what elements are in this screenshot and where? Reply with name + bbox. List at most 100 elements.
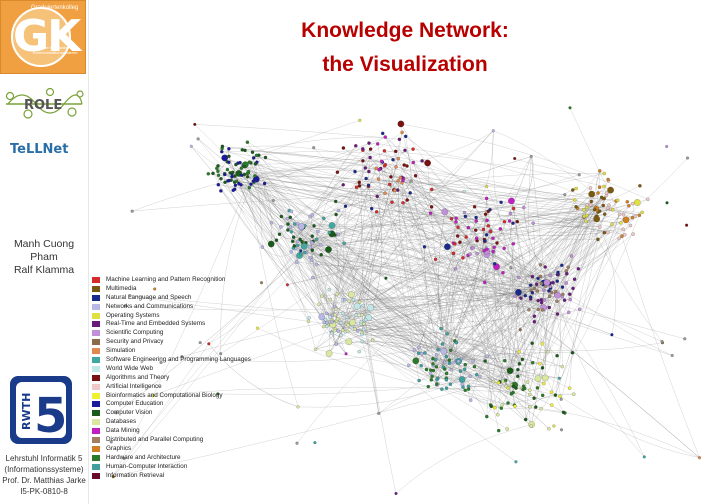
gk-logo-letters: GK — [13, 11, 81, 62]
network-node — [317, 302, 321, 306]
network-node — [631, 201, 635, 206]
network-node — [394, 149, 398, 154]
network-node — [557, 376, 561, 380]
network-node — [405, 164, 409, 168]
network-node — [530, 274, 535, 279]
network-node — [234, 179, 239, 184]
legend-label: Bioinformatics and Computational Biology — [106, 391, 223, 399]
legend-item: Computer Education — [92, 400, 272, 409]
network-node — [380, 159, 384, 164]
network-node — [439, 326, 443, 331]
network-node — [570, 351, 575, 355]
network-edge — [271, 222, 550, 308]
network-node — [543, 265, 547, 269]
network-node — [328, 222, 336, 229]
network-node — [565, 271, 569, 276]
network-node — [491, 236, 495, 240]
network-node — [381, 131, 385, 136]
network-node — [267, 240, 275, 248]
legend-swatch — [92, 365, 100, 372]
legend-swatch — [92, 401, 100, 408]
network-edge — [345, 198, 432, 208]
network-edge — [229, 172, 369, 318]
chair-line-2: (Informationssysteme) — [4, 465, 84, 474]
network-node — [536, 276, 540, 280]
network-node — [383, 135, 387, 139]
network-node — [547, 305, 551, 310]
legend-label: Human-Computer Interaction — [106, 462, 188, 470]
network-node — [508, 197, 515, 205]
legend-swatch — [92, 463, 100, 470]
network-node — [367, 304, 374, 312]
network-node — [548, 294, 552, 298]
network-node — [289, 209, 294, 214]
network-node — [447, 358, 451, 362]
network-edge — [527, 205, 630, 383]
network-node — [412, 348, 417, 352]
network-node — [299, 249, 303, 253]
network-node — [472, 205, 477, 209]
network-edge — [354, 328, 540, 364]
network-node — [288, 215, 292, 220]
legend-swatch — [92, 294, 100, 301]
network-node — [582, 208, 586, 212]
network-edge — [555, 214, 620, 396]
network-node — [546, 350, 550, 354]
network-node — [501, 379, 505, 384]
network-edge — [528, 156, 543, 368]
network-edge — [220, 187, 250, 354]
network-node — [514, 386, 518, 390]
network-node — [602, 196, 606, 201]
network-edge — [311, 217, 457, 243]
network-node — [247, 160, 252, 164]
network-node — [472, 365, 477, 369]
network-node — [239, 183, 243, 187]
network-node — [538, 361, 542, 366]
network-node — [361, 303, 365, 308]
network-node — [336, 232, 341, 237]
network-node — [474, 219, 478, 223]
network-node — [443, 360, 447, 365]
legend-item: Machine Learning and Pattern Recognition — [92, 276, 272, 285]
network-edge — [418, 209, 491, 348]
network-edge — [113, 225, 315, 477]
network-node — [462, 211, 466, 215]
network-edge — [337, 149, 406, 173]
network-node — [550, 290, 554, 295]
network-edge — [252, 152, 310, 318]
legend-item: Data Mining — [92, 427, 272, 436]
network-node — [562, 298, 567, 302]
legend-label: Scientific Computing — [106, 329, 164, 337]
network-node — [451, 251, 456, 256]
slide-title: Knowledge Network: the Visualization — [235, 14, 575, 82]
network-node — [114, 411, 118, 415]
network-edge — [483, 229, 491, 406]
network-edge — [419, 363, 540, 381]
network-node — [390, 200, 394, 204]
network-node — [536, 307, 540, 312]
network-node — [584, 219, 588, 223]
network-edge — [534, 274, 558, 289]
legend-label: Networks and Communications — [106, 302, 194, 310]
rwth-logo-text: RWTH — [20, 393, 33, 430]
legend-label: Simulation — [106, 347, 136, 355]
author-2: Ralf Klamma — [13, 264, 75, 276]
network-edge — [370, 305, 550, 308]
network-edge — [361, 309, 529, 336]
network-node — [466, 387, 471, 391]
network-edge — [371, 208, 445, 363]
slide-title-line-2: the Visualization — [322, 53, 488, 76]
network-node — [400, 130, 404, 135]
network-node — [362, 322, 366, 326]
legend-item: Operating Systems — [92, 312, 272, 321]
network-edge — [492, 187, 591, 239]
network-node — [484, 233, 489, 237]
network-node — [515, 289, 522, 296]
network-node — [640, 210, 644, 215]
network-edge — [401, 182, 514, 393]
network-node — [564, 281, 568, 285]
network-edge — [359, 185, 420, 348]
network-node — [620, 234, 624, 238]
network-edge — [220, 130, 494, 354]
network-node — [535, 289, 540, 293]
